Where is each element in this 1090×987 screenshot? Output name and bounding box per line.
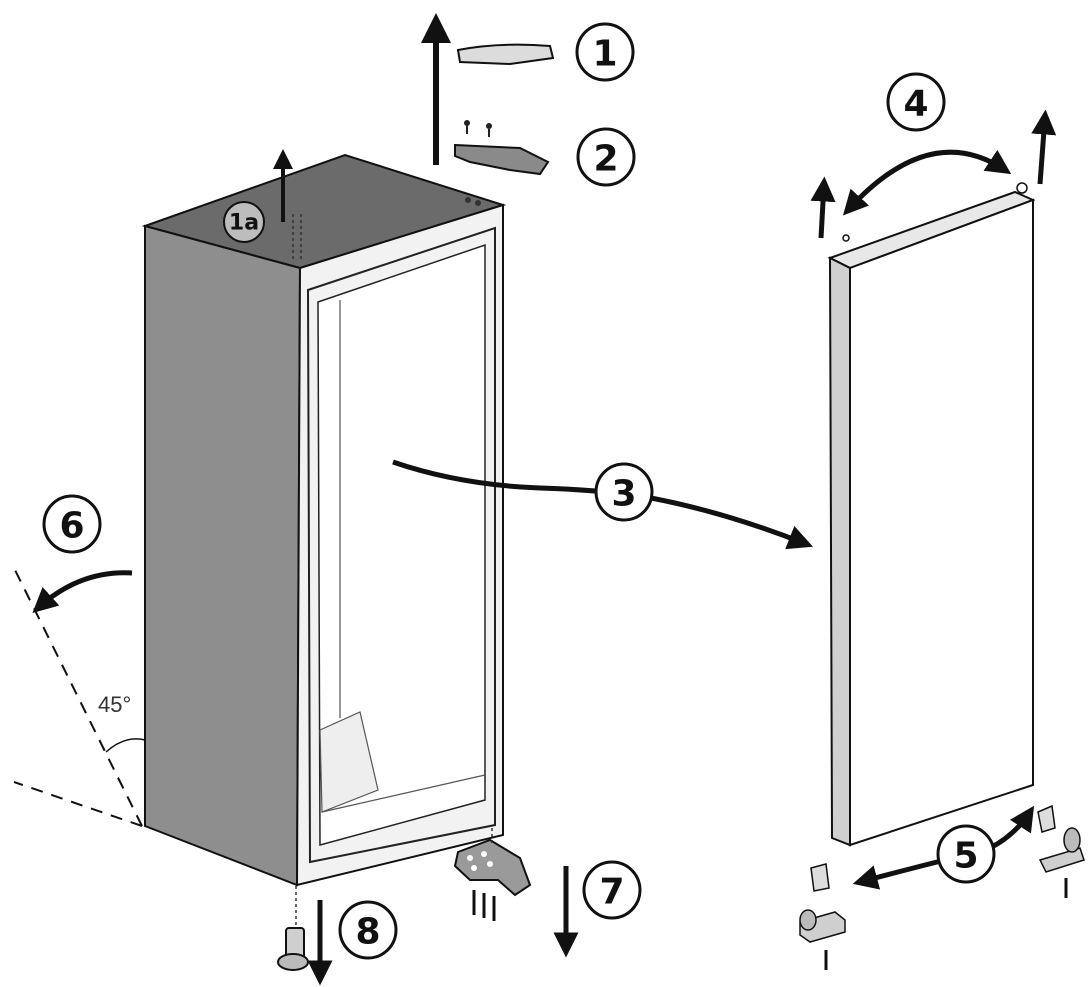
step-label-1: 1 [592, 34, 617, 75]
tilt-angle-arc [105, 738, 146, 753]
crisper-bottom [319, 711, 379, 813]
step-4-arrow [842, 149, 1012, 216]
cabinet-bottom-hinge-part [453, 828, 532, 921]
step-5-arrow-left [852, 857, 946, 890]
top-hinge-part [454, 143, 550, 176]
cabinet-side [144, 224, 302, 887]
hinge-cover-part [456, 43, 555, 66]
adjustable-foot-part [277, 927, 309, 971]
step-label-8: 8 [355, 912, 380, 953]
bottom-hinge-parts-right [1037, 804, 1085, 898]
tilt-dashed-line-floor [13, 781, 143, 827]
step-5-arrow-right [988, 805, 1035, 851]
step-label-3: 3 [611, 474, 636, 515]
door-gasket [306, 226, 496, 864]
fridge-door [827, 182, 1036, 847]
step-label-2: 2 [593, 139, 618, 180]
step-6-arrow [32, 570, 133, 614]
bottom-hinge-parts-left [799, 863, 846, 970]
cabinet-interior [317, 243, 486, 846]
step-label-6: 6 [59, 506, 84, 547]
tilt-angle-label: 45° [98, 692, 131, 717]
step-label-1a: 1a [229, 211, 259, 236]
step-label-4: 4 [903, 84, 928, 125]
fridge-cabinet [141, 153, 507, 887]
door-front-face [849, 198, 1034, 847]
step-label-5: 5 [953, 836, 978, 877]
door-side-edge [828, 256, 851, 847]
step-label-7: 7 [599, 872, 624, 913]
